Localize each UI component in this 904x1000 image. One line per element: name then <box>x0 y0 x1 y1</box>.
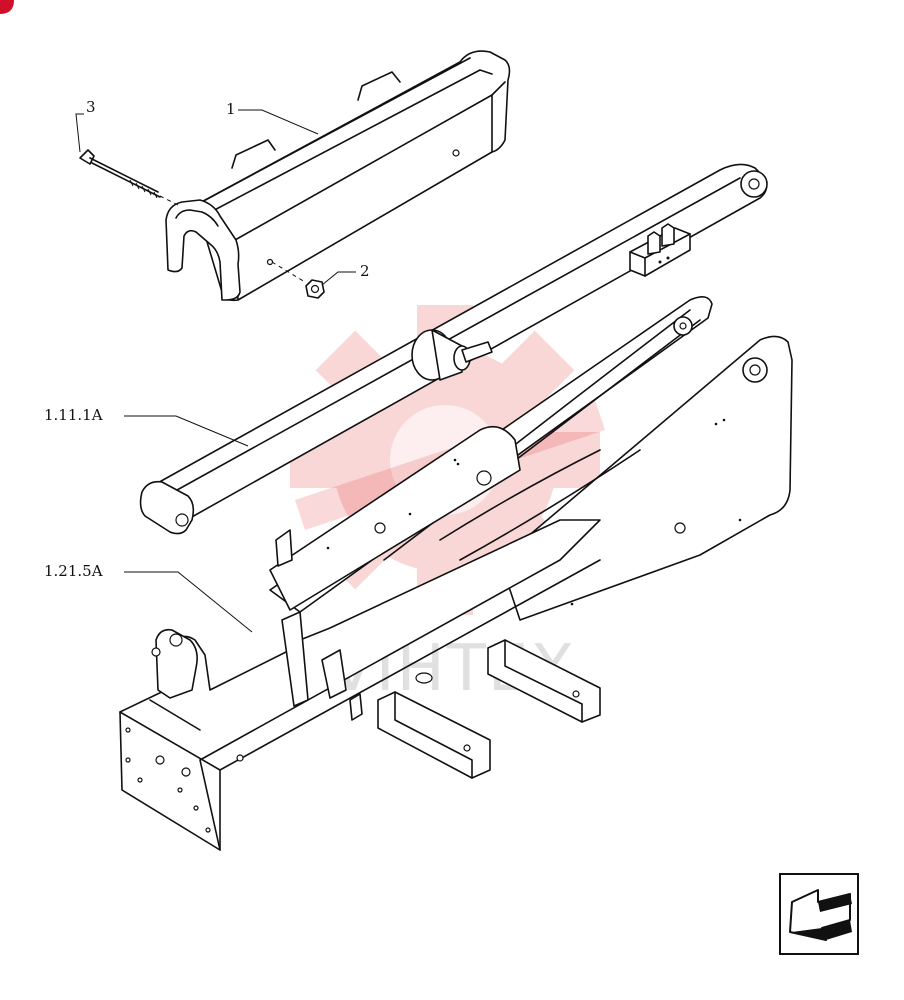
callout-label-cylinder: 1.11.1A <box>44 406 103 424</box>
red-corner-badge <box>0 0 14 14</box>
callout-item-2: 2 <box>321 262 370 286</box>
callout-label-2: 2 <box>360 262 370 280</box>
part-nut <box>271 261 325 299</box>
callout-label-3: 3 <box>86 98 96 116</box>
part-bolt <box>79 149 179 206</box>
callout-label-1: 1 <box>226 100 236 118</box>
callout-ref-cylinder: 1.11.1A <box>44 406 249 447</box>
callout-label-frame: 1.21.5A <box>44 562 103 580</box>
frame-end-plate-holes <box>125 727 244 833</box>
callout-item-1: 1 <box>226 100 319 135</box>
callout-ref-frame: 1.21.5A <box>44 562 253 633</box>
callout-item-3: 3 <box>75 98 96 153</box>
boom-frame-assembly <box>119 296 793 851</box>
hydraulic-cylinder <box>139 163 768 535</box>
previous-page-arrow-icon[interactable] <box>779 873 859 955</box>
part-cover-guard <box>165 50 511 302</box>
